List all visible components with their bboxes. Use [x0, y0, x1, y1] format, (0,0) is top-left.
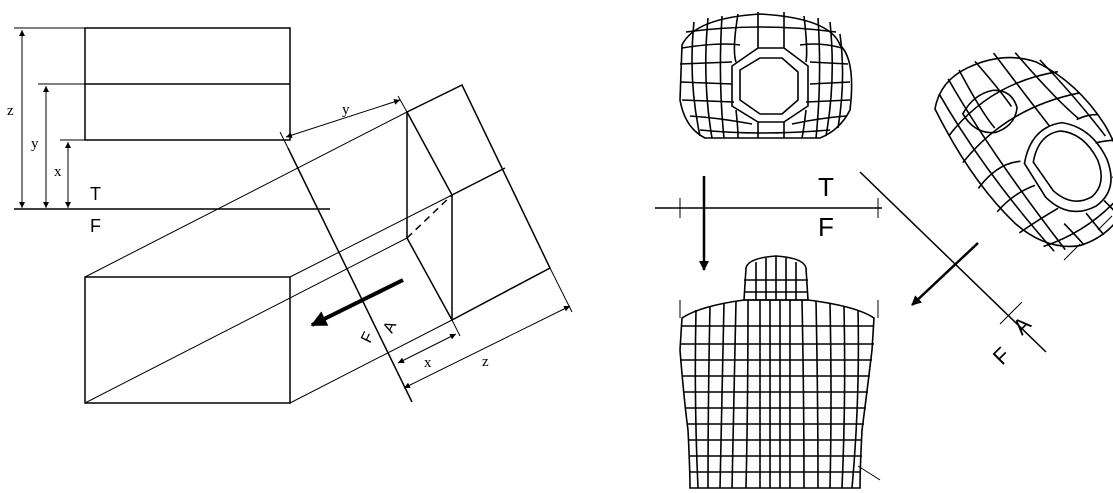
dim-label-y: y — [31, 136, 39, 152]
aux-dim-label-y: y — [342, 102, 350, 118]
aux-ext-xz-1 — [451, 319, 461, 337]
front-view-box — [84, 276, 291, 404]
aux-fold-line — [287, 147, 413, 403]
right-aux-fold-line — [859, 171, 1047, 353]
aux-dim-arrow-y — [285, 98, 401, 139]
right-aux-tick-1 — [999, 301, 1023, 325]
torso-aux-view — [934, 52, 1113, 252]
aux-view-edge-3 — [451, 167, 506, 196]
right-aux-label-f: F — [988, 342, 1015, 369]
right-aux-tick-3 — [1097, 215, 1113, 231]
right-diagram: T F F A — [655, 12, 1113, 489]
aux-dim-arrow-z — [403, 305, 571, 389]
projector-3 — [84, 237, 408, 404]
aux-ext-z-2 — [549, 267, 573, 313]
right-fold-label-f: F — [818, 212, 834, 242]
aux-view-edge-1 — [406, 111, 453, 196]
right-fold-label-t: T — [818, 172, 834, 202]
aux-ext-y-1 — [279, 131, 289, 149]
dim-label-x: x — [54, 164, 62, 180]
aux-fold-label-a: A — [380, 318, 400, 335]
left-diagram: z y x T F y x z — [7, 27, 573, 404]
torso-front-view — [679, 255, 881, 489]
right-aux-arrow — [911, 242, 979, 306]
projector-1 — [84, 111, 408, 278]
fold-label-f: F — [90, 216, 101, 236]
aux-dim-label-x: x — [424, 355, 432, 371]
fold-label-t: T — [90, 184, 101, 204]
torso-top-view — [679, 12, 853, 139]
aux-view-hidden-line — [406, 194, 453, 239]
right-aux-label-a: A — [1008, 311, 1036, 339]
view-direction-arrow — [310, 278, 404, 327]
aux-view-outline — [406, 83, 551, 322]
aux-dim-label-z: z — [482, 354, 489, 370]
dim-label-z: z — [7, 103, 14, 119]
right-aux-tick-2 — [1063, 243, 1081, 261]
aux-fold-label-f: F — [358, 329, 378, 345]
projector-2 — [289, 194, 453, 278]
aux-ext-y-2 — [397, 95, 408, 113]
